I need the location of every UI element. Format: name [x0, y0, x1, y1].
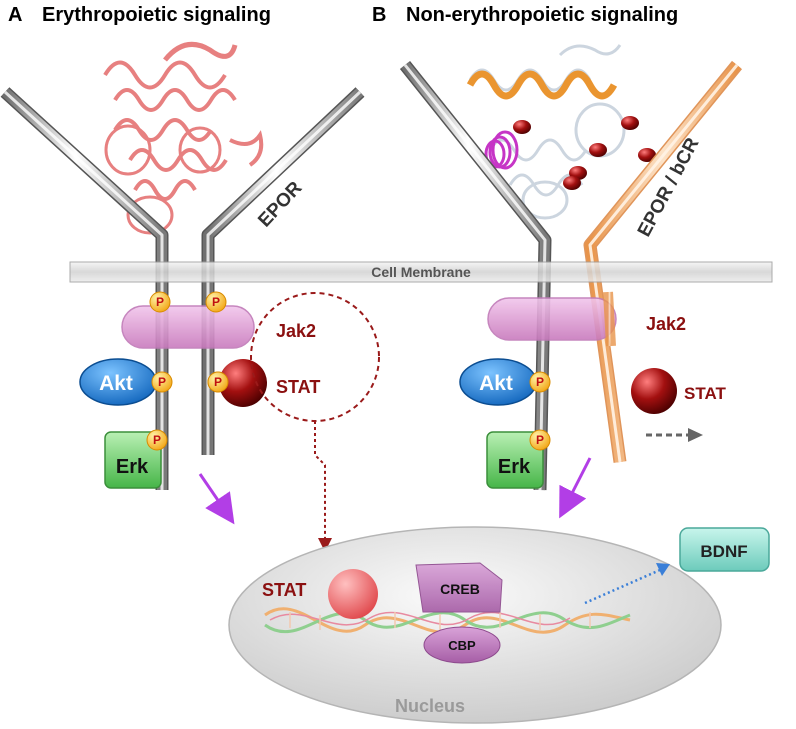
phospho-label: P	[214, 375, 222, 389]
stat-a-label: STAT	[276, 377, 320, 397]
bdnf-box	[679, 527, 770, 572]
phospho-site-icon	[529, 371, 551, 393]
phospho-site-icon	[149, 291, 171, 313]
jak2-a	[121, 305, 255, 349]
stat-translocation-arrow	[314, 421, 332, 552]
receptor-chain-a-left	[0, 87, 169, 490]
pathway-arrow-a	[198, 473, 235, 525]
stat-nucleus-label: STAT	[262, 580, 306, 600]
erk-b-label: Erk	[498, 456, 531, 478]
nucleus-label: Nucleus	[395, 696, 465, 716]
jak2-a-label: Jak2	[276, 321, 316, 341]
cbp-protein	[423, 626, 501, 664]
cell-membrane: Cell Membrane	[69, 261, 773, 283]
cell-membrane-label: Cell Membrane	[371, 264, 471, 280]
phospho-site-icon	[529, 429, 551, 451]
erk-a-label: Erk	[116, 456, 149, 478]
panel-b-letter: B	[372, 4, 386, 26]
bcr-chain	[583, 60, 743, 463]
jak2-b-label: Jak2	[646, 314, 686, 334]
creb-protein	[415, 562, 503, 613]
receptor-chain-b-left	[399, 60, 552, 491]
receptor-binding-sites	[513, 116, 656, 190]
phospho-label: P	[212, 295, 220, 309]
panel-a-title: Erythropoietic signaling	[42, 4, 271, 26]
stat-sphere-nucleus-icon	[328, 569, 378, 619]
panel-b-title: Non-erythropoietic signaling	[406, 4, 678, 26]
phospho-label: P	[156, 295, 164, 309]
bdnf-label: BDNF	[700, 542, 747, 561]
bdnf-expression-arrow	[584, 563, 670, 605]
akt-b-label: Akt	[479, 372, 513, 395]
epo-protein-ribbon-b-icon	[466, 44, 626, 220]
phospho-site-icon	[146, 429, 168, 451]
erk-a	[104, 431, 162, 489]
stat-sphere-b-icon	[631, 368, 677, 414]
pathway-arrow-b	[559, 457, 592, 519]
phospho-site-icon	[205, 291, 227, 313]
phospho-label: P	[153, 433, 161, 447]
phospho-label: P	[536, 433, 544, 447]
phospho-site-icon	[151, 371, 173, 393]
jak2-b	[487, 297, 617, 341]
stat-activation-circle	[250, 292, 380, 422]
stat-sphere-a-icon	[219, 359, 267, 407]
phospho-label: P	[536, 375, 544, 389]
akt-a-label: Akt	[99, 372, 133, 395]
epo-protein-ribbon-icon	[103, 41, 264, 235]
phospho-label: P	[158, 375, 166, 389]
creb-label: CREB	[440, 581, 480, 597]
stat-b-label: STAT	[684, 384, 726, 403]
chain-overlays	[157, 258, 548, 290]
cbp-label: CBP	[448, 638, 476, 653]
stat-inactive-arrow	[646, 428, 703, 442]
erk-b	[486, 431, 544, 489]
panel-a-letter: A	[8, 4, 22, 26]
phospho-site-icon-group-b	[529, 371, 551, 451]
